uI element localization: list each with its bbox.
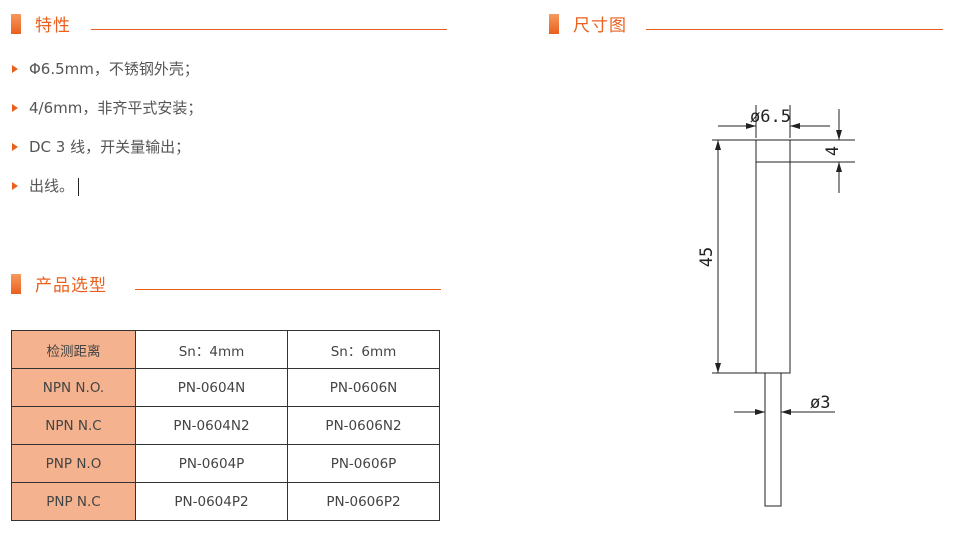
arrow-down-icon bbox=[836, 130, 842, 140]
triangle-bullet-icon bbox=[12, 104, 18, 112]
model-cell: PN-0606N2 bbox=[287, 406, 440, 445]
model-cell: PN-0606P2 bbox=[287, 482, 440, 521]
output-type-cell: NPN N.O. bbox=[11, 368, 136, 407]
arrow-up-icon bbox=[836, 162, 842, 172]
header-cell: 检测距离 bbox=[11, 330, 136, 369]
sensor-body bbox=[755, 139, 791, 374]
model-cell: PN-0604P bbox=[135, 444, 288, 483]
dimensions-section-header: 尺寸图 bbox=[549, 10, 949, 40]
nose-length-label: 4 bbox=[823, 146, 843, 156]
feature-text: 4/6mm，非齐平式安装； bbox=[29, 99, 203, 117]
output-type-cell: PNP N.C bbox=[11, 482, 136, 521]
table-row: PNP N.O PN-0604P PN-0606P bbox=[11, 444, 440, 483]
section-marker-icon bbox=[549, 14, 559, 34]
section-marker-icon bbox=[11, 14, 21, 34]
feature-text: Φ6.5mm，不锈钢外壳； bbox=[29, 60, 199, 78]
arrow-right-icon bbox=[755, 409, 765, 415]
triangle-bullet-icon bbox=[12, 182, 18, 190]
output-type-cell: PNP N.O bbox=[11, 444, 136, 483]
section-divider bbox=[135, 289, 441, 290]
feature-text: 出线。 bbox=[29, 177, 75, 195]
model-cell: PN-0604P2 bbox=[135, 482, 288, 521]
arrowheads bbox=[715, 123, 842, 415]
triangle-bullet-icon bbox=[12, 65, 18, 73]
model-cell: PN-0604N bbox=[135, 368, 288, 407]
dimension-drawing: ø6.5 4 45 ø3 bbox=[697, 105, 855, 507]
feature-text: DC 3 线，开关量输出； bbox=[29, 138, 191, 156]
arrow-left-icon bbox=[781, 409, 791, 415]
model-cell: PN-0604N2 bbox=[135, 406, 288, 445]
triangle-bullet-icon bbox=[12, 143, 18, 151]
features-title: 特性 bbox=[35, 16, 71, 36]
section-divider bbox=[646, 29, 943, 30]
header-cell: Sn：6mm bbox=[287, 330, 440, 369]
model-selection-table: 检测距离 Sn：4mm Sn：6mm NPN N.O. PN-0604N PN-… bbox=[11, 330, 440, 521]
model-cell: PN-0606N bbox=[287, 368, 440, 407]
feature-text-editable[interactable]: 出线。 bbox=[29, 173, 80, 199]
selection-section-header: 产品选型 bbox=[11, 270, 451, 300]
features-section-header: 特性 bbox=[11, 10, 451, 40]
table-row: NPN N.O. PN-0604N PN-0606N bbox=[11, 368, 440, 407]
model-cell: PN-0606P bbox=[287, 444, 440, 483]
arrow-up-icon bbox=[715, 140, 721, 150]
cable-diameter-label: ø3 bbox=[810, 393, 830, 413]
sensor-cable bbox=[764, 372, 782, 507]
text-cursor bbox=[78, 177, 80, 196]
arrow-left-icon bbox=[790, 123, 800, 129]
header-cell: Sn：4mm bbox=[135, 330, 288, 369]
section-marker-icon bbox=[11, 274, 21, 294]
diameter-label: ø6.5 bbox=[750, 107, 791, 127]
table-row: NPN N.C PN-0604N2 PN-0606N2 bbox=[11, 406, 440, 445]
arrow-right-icon bbox=[746, 123, 756, 129]
table-header-row: 检测距离 Sn：4mm Sn：6mm bbox=[11, 330, 440, 369]
dimensions-title: 尺寸图 bbox=[573, 16, 627, 36]
arrow-down-icon bbox=[715, 363, 721, 373]
body-length-label: 45 bbox=[697, 247, 717, 267]
output-type-cell: NPN N.C bbox=[11, 406, 136, 445]
section-divider bbox=[91, 29, 447, 30]
selection-title: 产品选型 bbox=[35, 276, 107, 296]
table-row: PNP N.C PN-0604P2 PN-0606P2 bbox=[11, 482, 440, 521]
